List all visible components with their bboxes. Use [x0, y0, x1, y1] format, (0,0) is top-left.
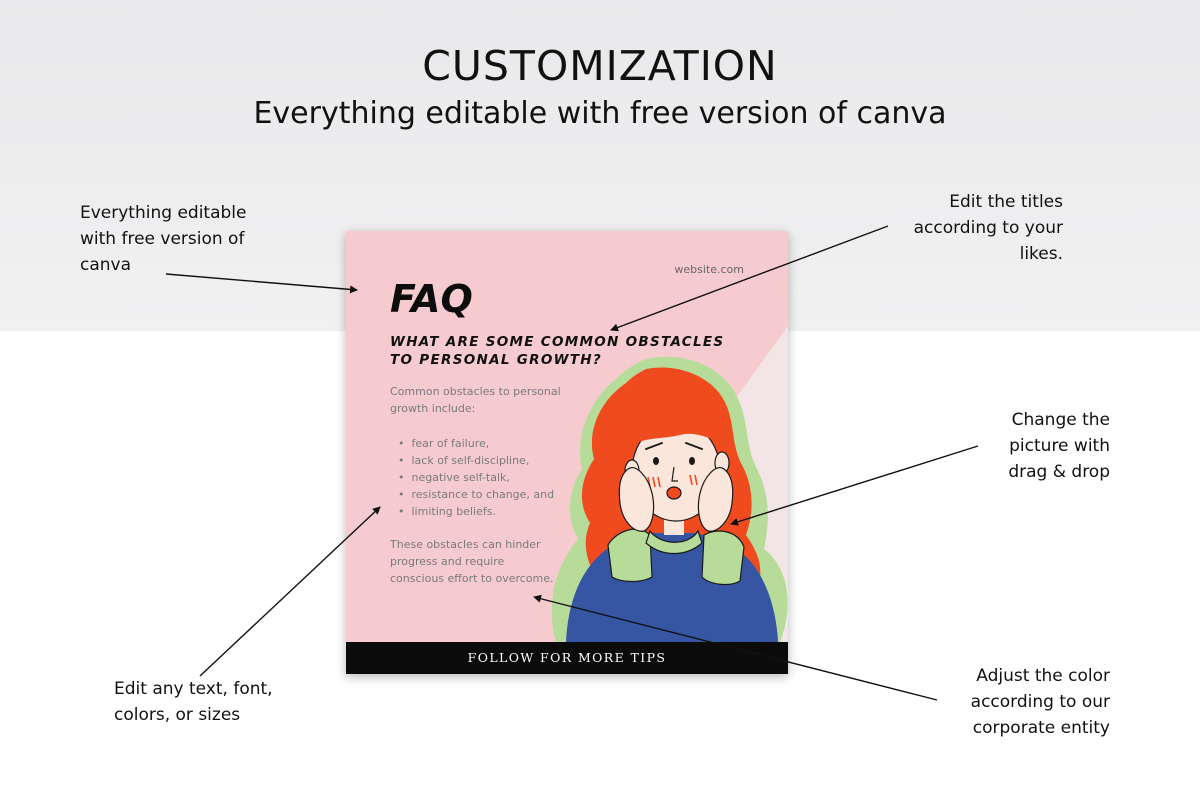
follow-footer-bar[interactable]: FOLLOW FOR MORE TIPS: [346, 642, 788, 674]
note-adjust-color: Adjust the color according to our corpor…: [880, 663, 1110, 741]
list-item: limiting beliefs.: [398, 503, 554, 520]
faq-outro-text[interactable]: These obstacles can hinder progress and …: [390, 538, 554, 585]
faq-intro-text[interactable]: Common obstacles to personal growth incl…: [390, 385, 561, 415]
note-line: Everything editable: [80, 203, 247, 223]
note-line: Edit the titles: [949, 192, 1063, 212]
faq-heading[interactable]: FAQ: [390, 277, 473, 321]
note-line: according to your: [913, 218, 1063, 238]
note-change-picture: Change the picture with drag & drop: [910, 407, 1110, 485]
note-everything-editable: Everything editable with free version of…: [80, 200, 246, 278]
list-item: resistance to change, and: [398, 486, 555, 503]
page-title: CUSTOMIZATION: [422, 42, 778, 90]
note-line: with free version of: [80, 229, 245, 249]
note-line: colors, or sizes: [114, 705, 241, 725]
worried-girl-illustration[interactable]: [346, 231, 788, 674]
note-line: Edit any text, font,: [114, 679, 273, 699]
note-line: likes.: [1019, 244, 1063, 264]
page-subtitle: Everything editable with free version of…: [253, 96, 947, 131]
note-line: Change the: [1011, 410, 1110, 430]
faq-post-card[interactable]: website.com FAQ WHAT ARE SOME COMMON OBS…: [346, 231, 788, 674]
note-line: canva: [80, 255, 132, 275]
note-line: drag & drop: [1008, 462, 1110, 482]
faq-question[interactable]: WHAT ARE SOME COMMON OBSTACLES TO PERSON…: [390, 334, 725, 368]
faq-bullet-list[interactable]: fear of failure, lack of self-discipline…: [398, 435, 555, 520]
note-line: picture with: [1009, 436, 1110, 456]
note-line: Adjust the color: [976, 666, 1110, 686]
note-line: according to our: [970, 692, 1110, 712]
list-item: lack of self-discipline,: [398, 452, 554, 469]
note-edit-titles: Edit the titles according to your likes.: [863, 189, 1063, 267]
note-line: corporate entity: [972, 718, 1110, 738]
list-item: negative self-talk,: [398, 469, 554, 486]
list-item: fear of failure,: [398, 435, 554, 452]
note-edit-text: Edit any text, font, colors, or sizes: [114, 676, 273, 728]
